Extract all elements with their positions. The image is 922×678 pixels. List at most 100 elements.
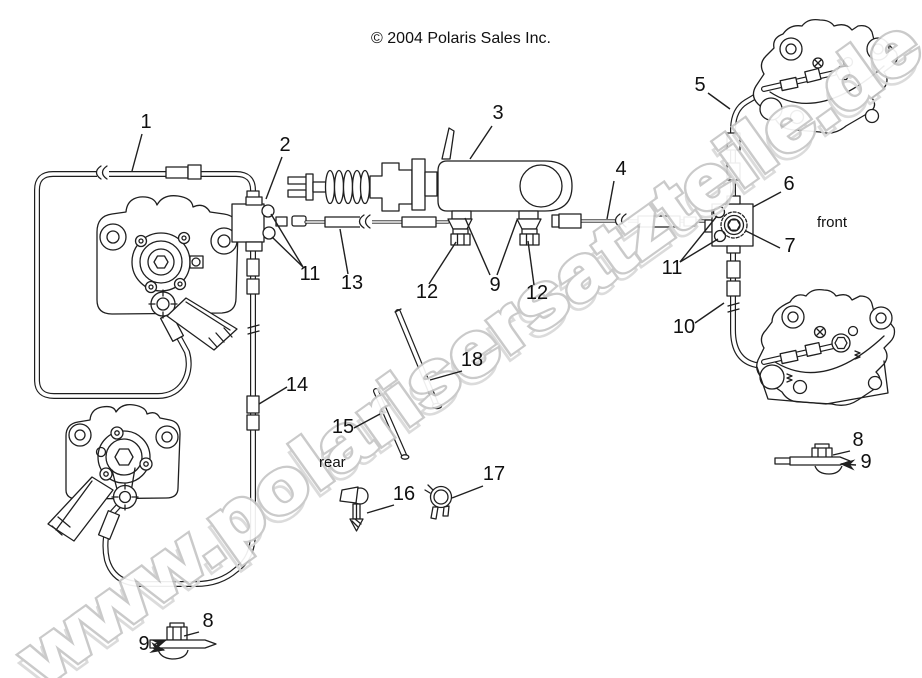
junction-block-2 (231, 196, 307, 252)
hose-ferrule (726, 260, 741, 279)
leader-line-16 (366, 504, 395, 514)
line-ferrule (246, 258, 260, 277)
line-ferrule (97, 510, 121, 540)
master-cylinder-3 (287, 127, 573, 246)
line-sleeve (324, 216, 362, 228)
bleed-port (95, 446, 107, 458)
banjo-washer-9 (789, 456, 851, 466)
tube-nut (804, 67, 822, 84)
line-cap (551, 214, 560, 228)
callout-15: 15 (332, 416, 354, 438)
leader-line-9 (496, 219, 518, 276)
hose-fitting (187, 164, 202, 180)
callout-9: 9 (138, 633, 149, 655)
line-break-mark (614, 213, 627, 228)
leader-line-9 (839, 459, 857, 471)
line-ferrule (246, 395, 260, 414)
hose-break-mark (95, 165, 108, 180)
leader-line-11 (679, 215, 718, 263)
line-ferrule (246, 278, 260, 295)
bleed-screw (712, 205, 726, 219)
outlet-port (451, 210, 472, 220)
label-front: front (817, 214, 848, 231)
hose-ferrule (726, 162, 741, 181)
leader-line-5 (707, 92, 731, 110)
fitting-bolt-12 (519, 228, 540, 246)
banjo-bolt-set-right (774, 443, 851, 475)
retainer-clip (786, 350, 861, 383)
leader-line-9 (149, 641, 166, 654)
cone-washer-9 (447, 218, 473, 230)
tube-nut (804, 342, 822, 357)
callout-11: 11 (662, 257, 683, 279)
callout-17: 17 (483, 463, 505, 485)
copyright-text: © 2004 Polaris Sales Inc. (371, 30, 551, 47)
callout-4: 4 (615, 158, 626, 180)
front-caliper-lower (756, 288, 896, 406)
line-ferrule (246, 414, 260, 431)
leader-line-12 (527, 240, 535, 286)
leader-line-8 (183, 631, 200, 637)
line-fitting (683, 216, 697, 227)
front-caliper-upper (752, 18, 898, 134)
line-sleeve (401, 216, 437, 228)
outlet-port (518, 210, 539, 220)
junction-block-6 (704, 195, 754, 254)
callout-10: 10 (673, 316, 695, 338)
callout-11: 11 (300, 263, 321, 285)
cable-tie-18 (394, 308, 443, 410)
cable-tie-15 (373, 388, 410, 460)
inlet-tube (761, 333, 851, 365)
leader-line-9 (464, 217, 491, 276)
brake-hose-1 (34, 164, 260, 399)
leader-line-3 (469, 125, 493, 160)
port (245, 196, 263, 206)
hose-break-mark (727, 302, 740, 313)
inlet-tube (761, 65, 851, 92)
clamp-clip-17 (424, 484, 453, 520)
leader-line-8 (832, 450, 851, 456)
leader-line-2 (265, 156, 283, 200)
leader-line-11 (679, 238, 719, 263)
port (726, 245, 741, 254)
callout-14: 14 (286, 374, 308, 396)
hose-ferrule (165, 166, 189, 179)
brake-line-13 (304, 214, 450, 230)
port (726, 195, 741, 205)
leader-line-14 (258, 386, 288, 405)
rear-caliper-lower (47, 404, 181, 542)
callout-9: 9 (860, 451, 871, 473)
leader-line-11 (271, 236, 304, 268)
banjo-hex (831, 333, 851, 353)
callout-7: 7 (784, 235, 795, 257)
boot-bellows (324, 169, 371, 205)
callout-12: 12 (526, 282, 548, 304)
leader-line-7 (745, 230, 781, 249)
fitting-bolt-12 (450, 228, 471, 246)
leader-line-10 (694, 302, 725, 324)
leader-line-1 (131, 133, 143, 172)
rear-caliper-upper (96, 195, 239, 351)
banjo-bolt-8 (166, 626, 188, 641)
leader-line-4 (606, 180, 615, 220)
line-sleeve (637, 215, 681, 228)
line-break-mark (247, 324, 260, 335)
brake-hose-5 (726, 83, 776, 202)
lever-arm (441, 127, 455, 160)
cylinder-mount-block (369, 162, 413, 212)
line-fitting (558, 213, 582, 229)
callout-6: 6 (783, 173, 794, 195)
leader-line-18 (429, 370, 463, 381)
bleed-screw (262, 226, 276, 240)
leader-line-17 (451, 485, 484, 499)
line-break-mark (358, 214, 371, 229)
leader-line-13 (339, 228, 349, 275)
push-clip-16 (339, 486, 369, 532)
mount-flange (411, 158, 426, 211)
leader-line-11 (270, 213, 304, 268)
line-fitting (291, 215, 307, 227)
cone-washer-9 (516, 218, 542, 230)
port (245, 241, 263, 252)
